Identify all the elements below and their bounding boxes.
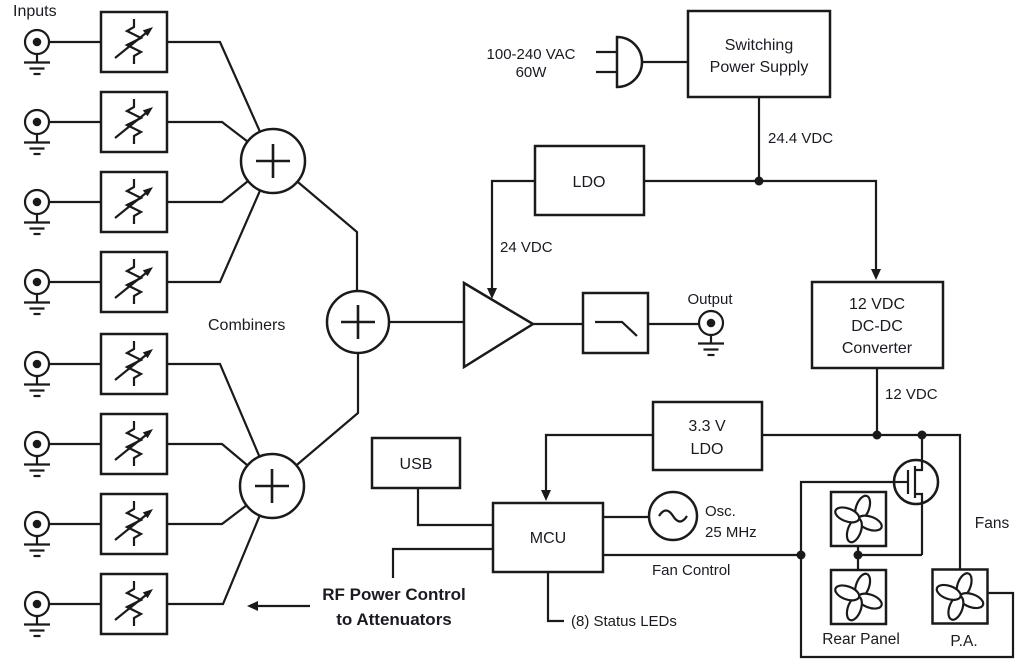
lowpass-curve-icon (595, 320, 638, 337)
combiner-final (325, 289, 391, 355)
combiner-bottom (238, 452, 306, 520)
usb-block: USB (370, 436, 462, 490)
fan-switch-transistor (858, 435, 940, 557)
sps-label-line1: Switching (725, 37, 793, 54)
power-amplifier-triangle (462, 280, 536, 370)
rear-panel-label: Rear Panel (822, 631, 900, 648)
rf-power-control-label-line1: RF Power Control (322, 585, 466, 604)
ac-plug-icon (615, 35, 644, 89)
ldo-block: LDO (533, 144, 646, 217)
inputs-label: Inputs (13, 3, 57, 20)
input-connector (22, 28, 52, 76)
attenuator (99, 250, 169, 314)
input-connector (22, 188, 52, 236)
ldo33-label-line2: LDO (691, 441, 724, 458)
combiner-top (239, 127, 307, 195)
osc-label-line2: 25 MHz (705, 524, 757, 541)
ldo-label: LDO (573, 174, 606, 191)
attenuator (99, 412, 169, 476)
pa-label: P.A. (950, 633, 977, 650)
input-connector (22, 430, 52, 478)
oscillator-symbol (647, 490, 699, 542)
sps-label-line2: Power Supply (710, 59, 809, 76)
rear-panel-fan-1 (829, 490, 888, 548)
voltage-12-label: 12 VDC (885, 386, 938, 403)
ac-input-label-line1: 100-240 VAC (487, 46, 576, 63)
osc-label-line1: Osc. (705, 503, 736, 520)
arrowheads (247, 269, 881, 611)
input-connector (22, 108, 52, 156)
rf-input-connectors (22, 28, 52, 638)
lowpass-filter-block (581, 291, 650, 355)
mcu-block: MCU (491, 501, 605, 574)
attenuator (99, 492, 169, 556)
voltage-24-label: 24 VDC (500, 239, 553, 256)
ac-input-label-line2: 60W (516, 64, 548, 81)
attenuator (99, 572, 169, 636)
ldo33-label-line1: 3.3 V (688, 418, 726, 435)
dcdc-label-line1: 12 VDC (849, 296, 905, 313)
dcdc-label-line2: DC-DC (851, 318, 903, 335)
switching-power-supply-block: Switching Power Supply (686, 9, 832, 99)
attenuator (99, 332, 169, 396)
rf-power-control-label-line2: to Attenuators (336, 610, 452, 629)
fan-control-label: Fan Control (652, 562, 730, 579)
ldo-3v3-block: 3.3 V LDO (651, 400, 764, 472)
input-connector (22, 590, 52, 638)
input-connector (22, 510, 52, 558)
rear-panel-fan-2 (829, 568, 888, 626)
combiners-label: Combiners (208, 317, 285, 334)
dcdc-label-line3: Converter (842, 340, 913, 357)
attenuator-blocks (99, 10, 169, 636)
voltage-24-4-label: 24.4 VDC (768, 130, 833, 147)
usb-label: USB (400, 456, 433, 473)
attenuator (99, 10, 169, 74)
input-connector (22, 268, 52, 316)
fans-label: Fans (975, 515, 1010, 532)
output-connector (696, 309, 726, 357)
pa-fan (931, 568, 989, 625)
junction-dots (754, 176, 927, 560)
sine-wave-icon (658, 509, 688, 523)
attenuator (99, 90, 169, 154)
input-connector (22, 350, 52, 398)
status-leds-label: (8) Status LEDs (571, 613, 677, 630)
dcdc-converter-block: 12 VDC DC-DC Converter (810, 280, 945, 370)
mcu-label: MCU (530, 530, 566, 547)
output-label: Output (687, 291, 733, 308)
attenuator (99, 170, 169, 234)
